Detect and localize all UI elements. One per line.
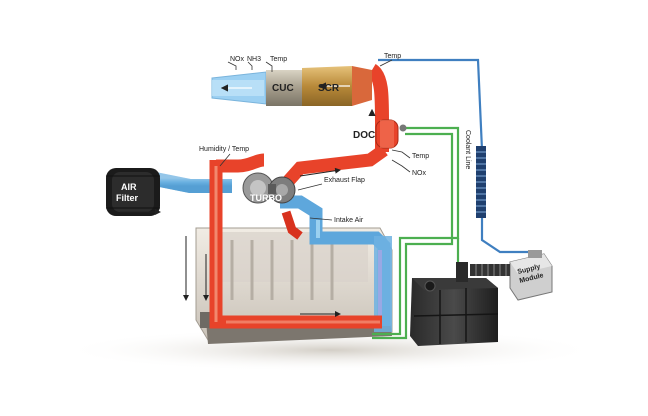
- exhaust-pipe: [209, 64, 389, 329]
- air-filter: [106, 168, 160, 216]
- label-air-filter-2: Filter: [116, 193, 139, 203]
- label-cuc: CUC: [272, 83, 294, 94]
- label-temp-top: Temp: [270, 56, 287, 63]
- def-tank: [410, 262, 499, 346]
- sensor-leader-lines: [219, 59, 411, 221]
- supply-hose: [470, 264, 510, 276]
- label-temp-mid: Temp: [412, 153, 429, 160]
- label-intake-air: Intake Air: [334, 217, 364, 224]
- label-doc: DOC: [353, 130, 375, 141]
- label-exhaust-flap: Exhaust Flap: [324, 177, 365, 184]
- label-turbo: TURBO: [250, 193, 282, 203]
- supply-module: [509, 250, 553, 301]
- coolant-green-lines: [372, 126, 460, 340]
- label-humidity-temp: Humidity / Temp: [199, 146, 249, 153]
- flow-arrows: [120, 82, 376, 317]
- label-temp-right: Temp: [384, 53, 401, 60]
- doc-component: [375, 119, 407, 149]
- coolant-line-coil: [476, 146, 486, 218]
- label-scr: SCR: [318, 83, 340, 94]
- label-nh3-top: NH3: [247, 56, 261, 63]
- label-coolant-line: Coolant Line: [464, 130, 471, 169]
- label-nox-top: NOx: [230, 56, 245, 63]
- turbo: [242, 172, 296, 204]
- coolant-blue-line: [378, 58, 530, 254]
- label-air-filter-1: AIR: [121, 182, 137, 192]
- label-nox-mid: NOx: [412, 170, 427, 177]
